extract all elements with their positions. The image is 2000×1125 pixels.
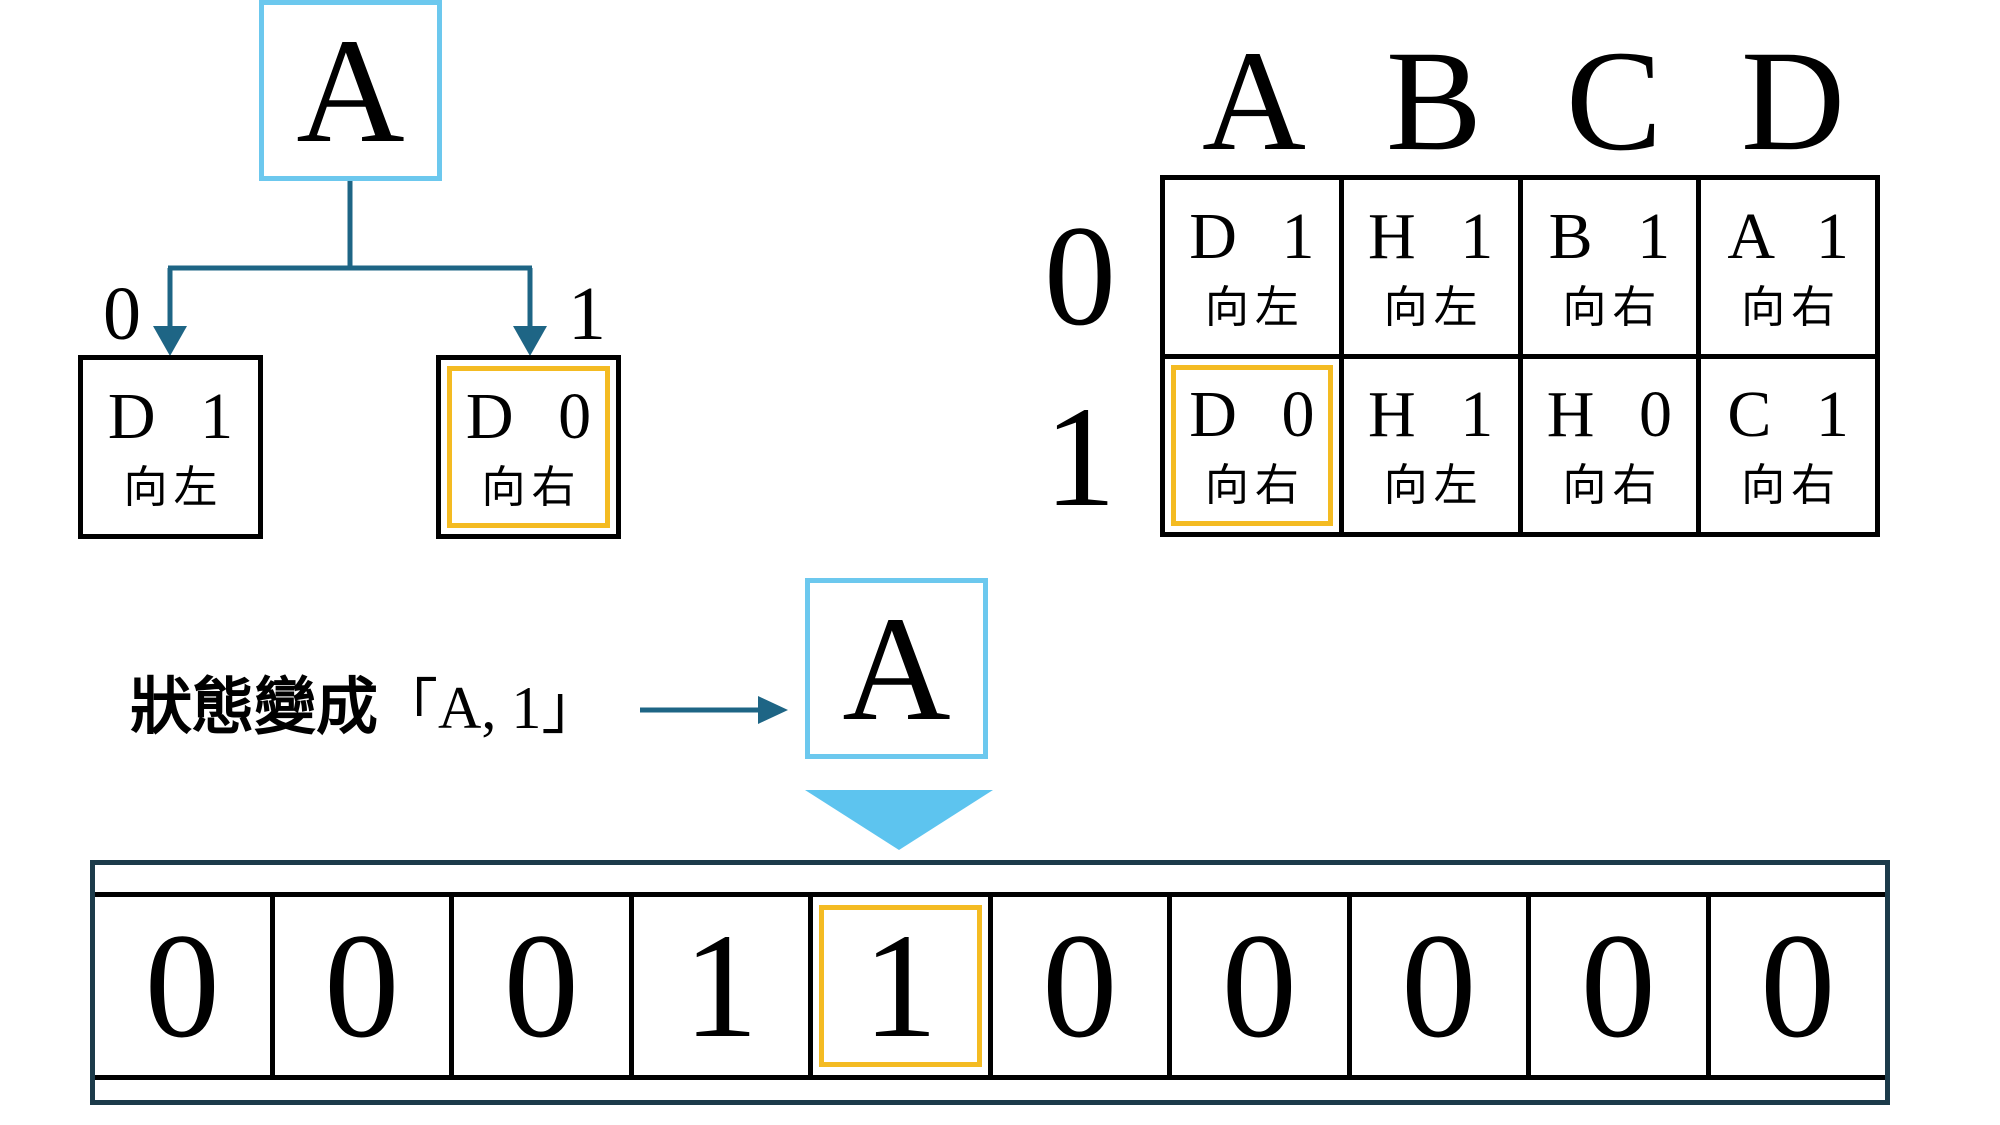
transition-table: D 1 向左 H 1 向左 B 1 向右 A 1 向右 D 0 向右 H 1 向… (1160, 175, 1880, 537)
arrow-head-left (153, 326, 187, 356)
cell-symbol: H 1 (1368, 378, 1508, 452)
tape-symbol: 0 (324, 903, 400, 1069)
col-header-d: D (1741, 22, 1845, 181)
tape-cell: 1 (634, 897, 813, 1075)
tape-symbol: 1 (862, 903, 938, 1069)
cell-symbol: C 1 (1727, 378, 1863, 452)
cell-symbol: A 1 (1727, 199, 1863, 273)
head-pointer-triangle (805, 790, 993, 850)
col-header-b: B (1385, 22, 1483, 181)
row-label-1: 1 (1044, 378, 1116, 537)
branch-label-1: 1 (568, 272, 606, 356)
cell-direction: 向左 (1204, 281, 1305, 333)
cell-direction: 向左 (1383, 460, 1484, 512)
tape-symbol: 0 (1042, 903, 1118, 1069)
tape-cell: 0 (1531, 897, 1711, 1075)
tree-state-letter: A (296, 7, 405, 174)
tape-cell-head: 1 (813, 897, 993, 1075)
tape-symbol: 1 (683, 903, 759, 1069)
caption-arrow-head (758, 696, 788, 724)
arrow-head-right (513, 326, 547, 356)
table-cell: H 1 向左 (1343, 180, 1518, 354)
cell-direction: 向右 (1562, 460, 1663, 512)
head-state-letter: A (842, 585, 951, 752)
tape-symbol: 0 (503, 903, 579, 1069)
cell-direction: 向右 (1741, 281, 1842, 333)
table-cell: H 1 向左 (1343, 358, 1518, 532)
table-cell: D 1 向左 (1165, 180, 1339, 354)
tape-cell: 0 (1711, 897, 1886, 1075)
rule-symbol: D 1 (107, 380, 248, 453)
tape-symbol: 0 (1401, 903, 1477, 1069)
tape: 0 0 0 1 1 0 0 0 0 0 (90, 860, 1890, 1105)
rule-symbol: D 0 (465, 380, 606, 453)
tape-symbol: 0 (144, 903, 220, 1069)
tree-connector (167, 180, 533, 330)
branch-label-0: 0 (103, 272, 141, 356)
tape-cell: 0 (993, 897, 1172, 1075)
cell-direction: 向左 (1383, 281, 1484, 333)
col-header-c: C (1565, 22, 1663, 181)
caption-text: 狀態變成 (130, 670, 379, 743)
cell-direction: 向右 (1741, 460, 1842, 512)
table-cell: H 0 向右 (1522, 358, 1697, 532)
tape-row: 0 0 0 1 1 0 0 0 0 0 (95, 892, 1885, 1080)
caption-value: A, 1 (438, 675, 542, 741)
tape-cell: 0 (1172, 897, 1352, 1075)
head-state-box: A (805, 578, 988, 759)
state-caption: 狀態變成「A, 1」 (130, 675, 602, 741)
caption-open-bracket: 「 (378, 675, 439, 741)
branch-rule-0: D 1 向左 (78, 355, 263, 539)
row-label-0: 0 (1044, 197, 1116, 356)
cell-symbol: B 1 (1548, 199, 1685, 273)
cell-symbol: D 1 (1189, 199, 1329, 273)
caption-close-bracket: 」 (541, 675, 602, 741)
cell-symbol: H 0 (1546, 378, 1686, 452)
rule-direction: 向右 (481, 462, 582, 513)
cell-symbol: H 1 (1368, 199, 1508, 273)
table-cell: B 1 向右 (1522, 180, 1697, 354)
table-cell: C 1 向右 (1701, 358, 1875, 532)
tape-cell: 0 (275, 897, 454, 1075)
tape-cell: 0 (95, 897, 275, 1075)
tape-symbol: 0 (1760, 903, 1836, 1069)
tape-symbol: 0 (1221, 903, 1297, 1069)
cell-direction: 向右 (1562, 281, 1663, 333)
cell-symbol: D 0 (1189, 378, 1329, 452)
tape-cell: 0 (1352, 897, 1531, 1075)
branch-rule-1: D 0 向右 (436, 355, 621, 539)
tree-state-box: A (259, 0, 442, 181)
rule-direction: 向左 (123, 462, 224, 513)
table-cell-highlighted: D 0 向右 (1165, 358, 1339, 532)
tape-cell: 0 (454, 897, 634, 1075)
table-cell: A 1 向右 (1701, 180, 1875, 354)
cell-direction: 向右 (1204, 460, 1305, 512)
col-header-a: A (1202, 22, 1306, 181)
tape-symbol: 0 (1580, 903, 1656, 1069)
